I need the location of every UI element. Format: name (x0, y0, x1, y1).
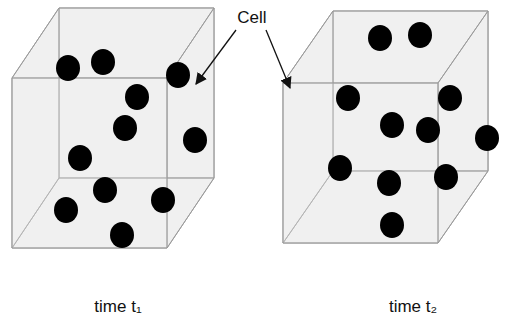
cell-cube (283, 11, 499, 243)
particle-dot (380, 112, 404, 138)
particle-dot (336, 85, 360, 111)
particle-dot (93, 177, 117, 203)
particle-dot (434, 164, 458, 190)
cube-face (283, 83, 438, 243)
particle-dot (438, 85, 462, 111)
particle-dot (166, 62, 190, 88)
particle-dot (68, 145, 92, 171)
leader-arrow (196, 30, 236, 84)
particle-dot (416, 117, 440, 143)
leader-arrow (266, 30, 290, 88)
time-caption: time t₁ (94, 298, 141, 317)
time-caption: time t₂ (389, 298, 437, 317)
cube-face (12, 78, 167, 248)
particle-dot (475, 125, 499, 151)
particle-dot (368, 25, 392, 51)
particle-dot (91, 49, 115, 75)
particle-dot (54, 197, 78, 223)
particle-dot (56, 55, 80, 81)
particle-dot (113, 115, 137, 141)
cell-cube (12, 8, 214, 248)
particle-dot (110, 222, 134, 248)
particle-dot (183, 127, 207, 153)
particle-dot (408, 22, 432, 48)
particle-dot (377, 170, 401, 196)
particle-dot (380, 212, 404, 238)
particle-dot (151, 187, 175, 213)
particle-dot (125, 84, 149, 110)
particle-dot (328, 155, 352, 181)
cell-label: Cell (237, 9, 266, 28)
